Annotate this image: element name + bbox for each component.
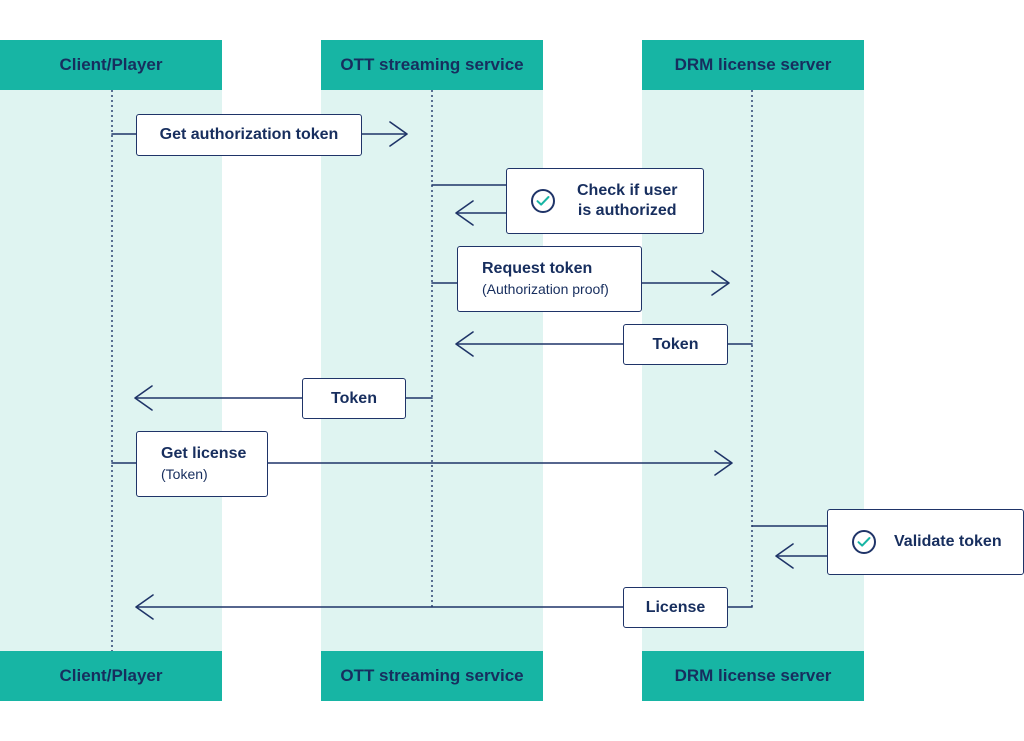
msg-get-authorization-token-label: Get authorization token <box>159 126 339 143</box>
arrowhead-token-drm-to-ott <box>455 331 474 357</box>
lane-header-drm-license-server: DRM license server <box>642 40 864 90</box>
arrowhead-get-license <box>714 450 733 476</box>
check-circle-icon <box>852 530 876 554</box>
lane-footer-ott-streaming-service: OTT streaming service <box>321 651 543 701</box>
arrowhead-get-auth-token <box>389 121 408 147</box>
msg-check-user-line1: Check if user <box>577 182 678 199</box>
lane-footer-client-player: Client/Player <box>0 651 222 701</box>
msg-token-ott-to-client: Token <box>302 378 406 419</box>
msg-request-token: Request token (Authorization proof) <box>457 246 642 312</box>
msg-token-drm-to-ott-label: Token <box>652 335 699 353</box>
msg-token-drm-to-ott: Token <box>623 324 728 365</box>
arrowhead-validate-token-return <box>775 543 794 569</box>
msg-request-token-label: Request token <box>482 260 593 277</box>
msg-check-user-authorized: Check if user is authorized <box>506 168 704 234</box>
lane-header-client-player: Client/Player <box>0 40 222 90</box>
msg-token-ott-to-client-label: Token <box>331 389 377 407</box>
arrowhead-request-token <box>711 270 730 296</box>
msg-license-label: License <box>645 598 706 616</box>
arrowhead-token-ott-to-client <box>134 385 153 411</box>
arrowhead-check-user-return <box>455 200 474 226</box>
lane-header-ott-streaming-service: OTT streaming service <box>321 40 543 90</box>
msg-validate-token: Validate token <box>827 509 1024 575</box>
msg-get-license: Get license (Token) <box>136 431 268 497</box>
msg-get-license-sublabel: (Token) <box>161 466 208 482</box>
msg-check-user-line2: is authorized <box>577 202 677 219</box>
check-circle-icon <box>531 189 555 213</box>
lane-footer-drm-license-server: DRM license server <box>642 651 864 701</box>
lane-drm-license-server: DRM license server DRM license server <box>642 40 864 701</box>
arrowhead-license <box>135 594 154 620</box>
msg-get-authorization-token: Get authorization token <box>136 114 362 156</box>
msg-validate-token-label: Validate token <box>894 533 1002 550</box>
msg-license: License <box>623 587 728 628</box>
msg-get-license-label: Get license <box>161 445 247 462</box>
msg-request-token-sublabel: (Authorization proof) <box>482 281 609 297</box>
